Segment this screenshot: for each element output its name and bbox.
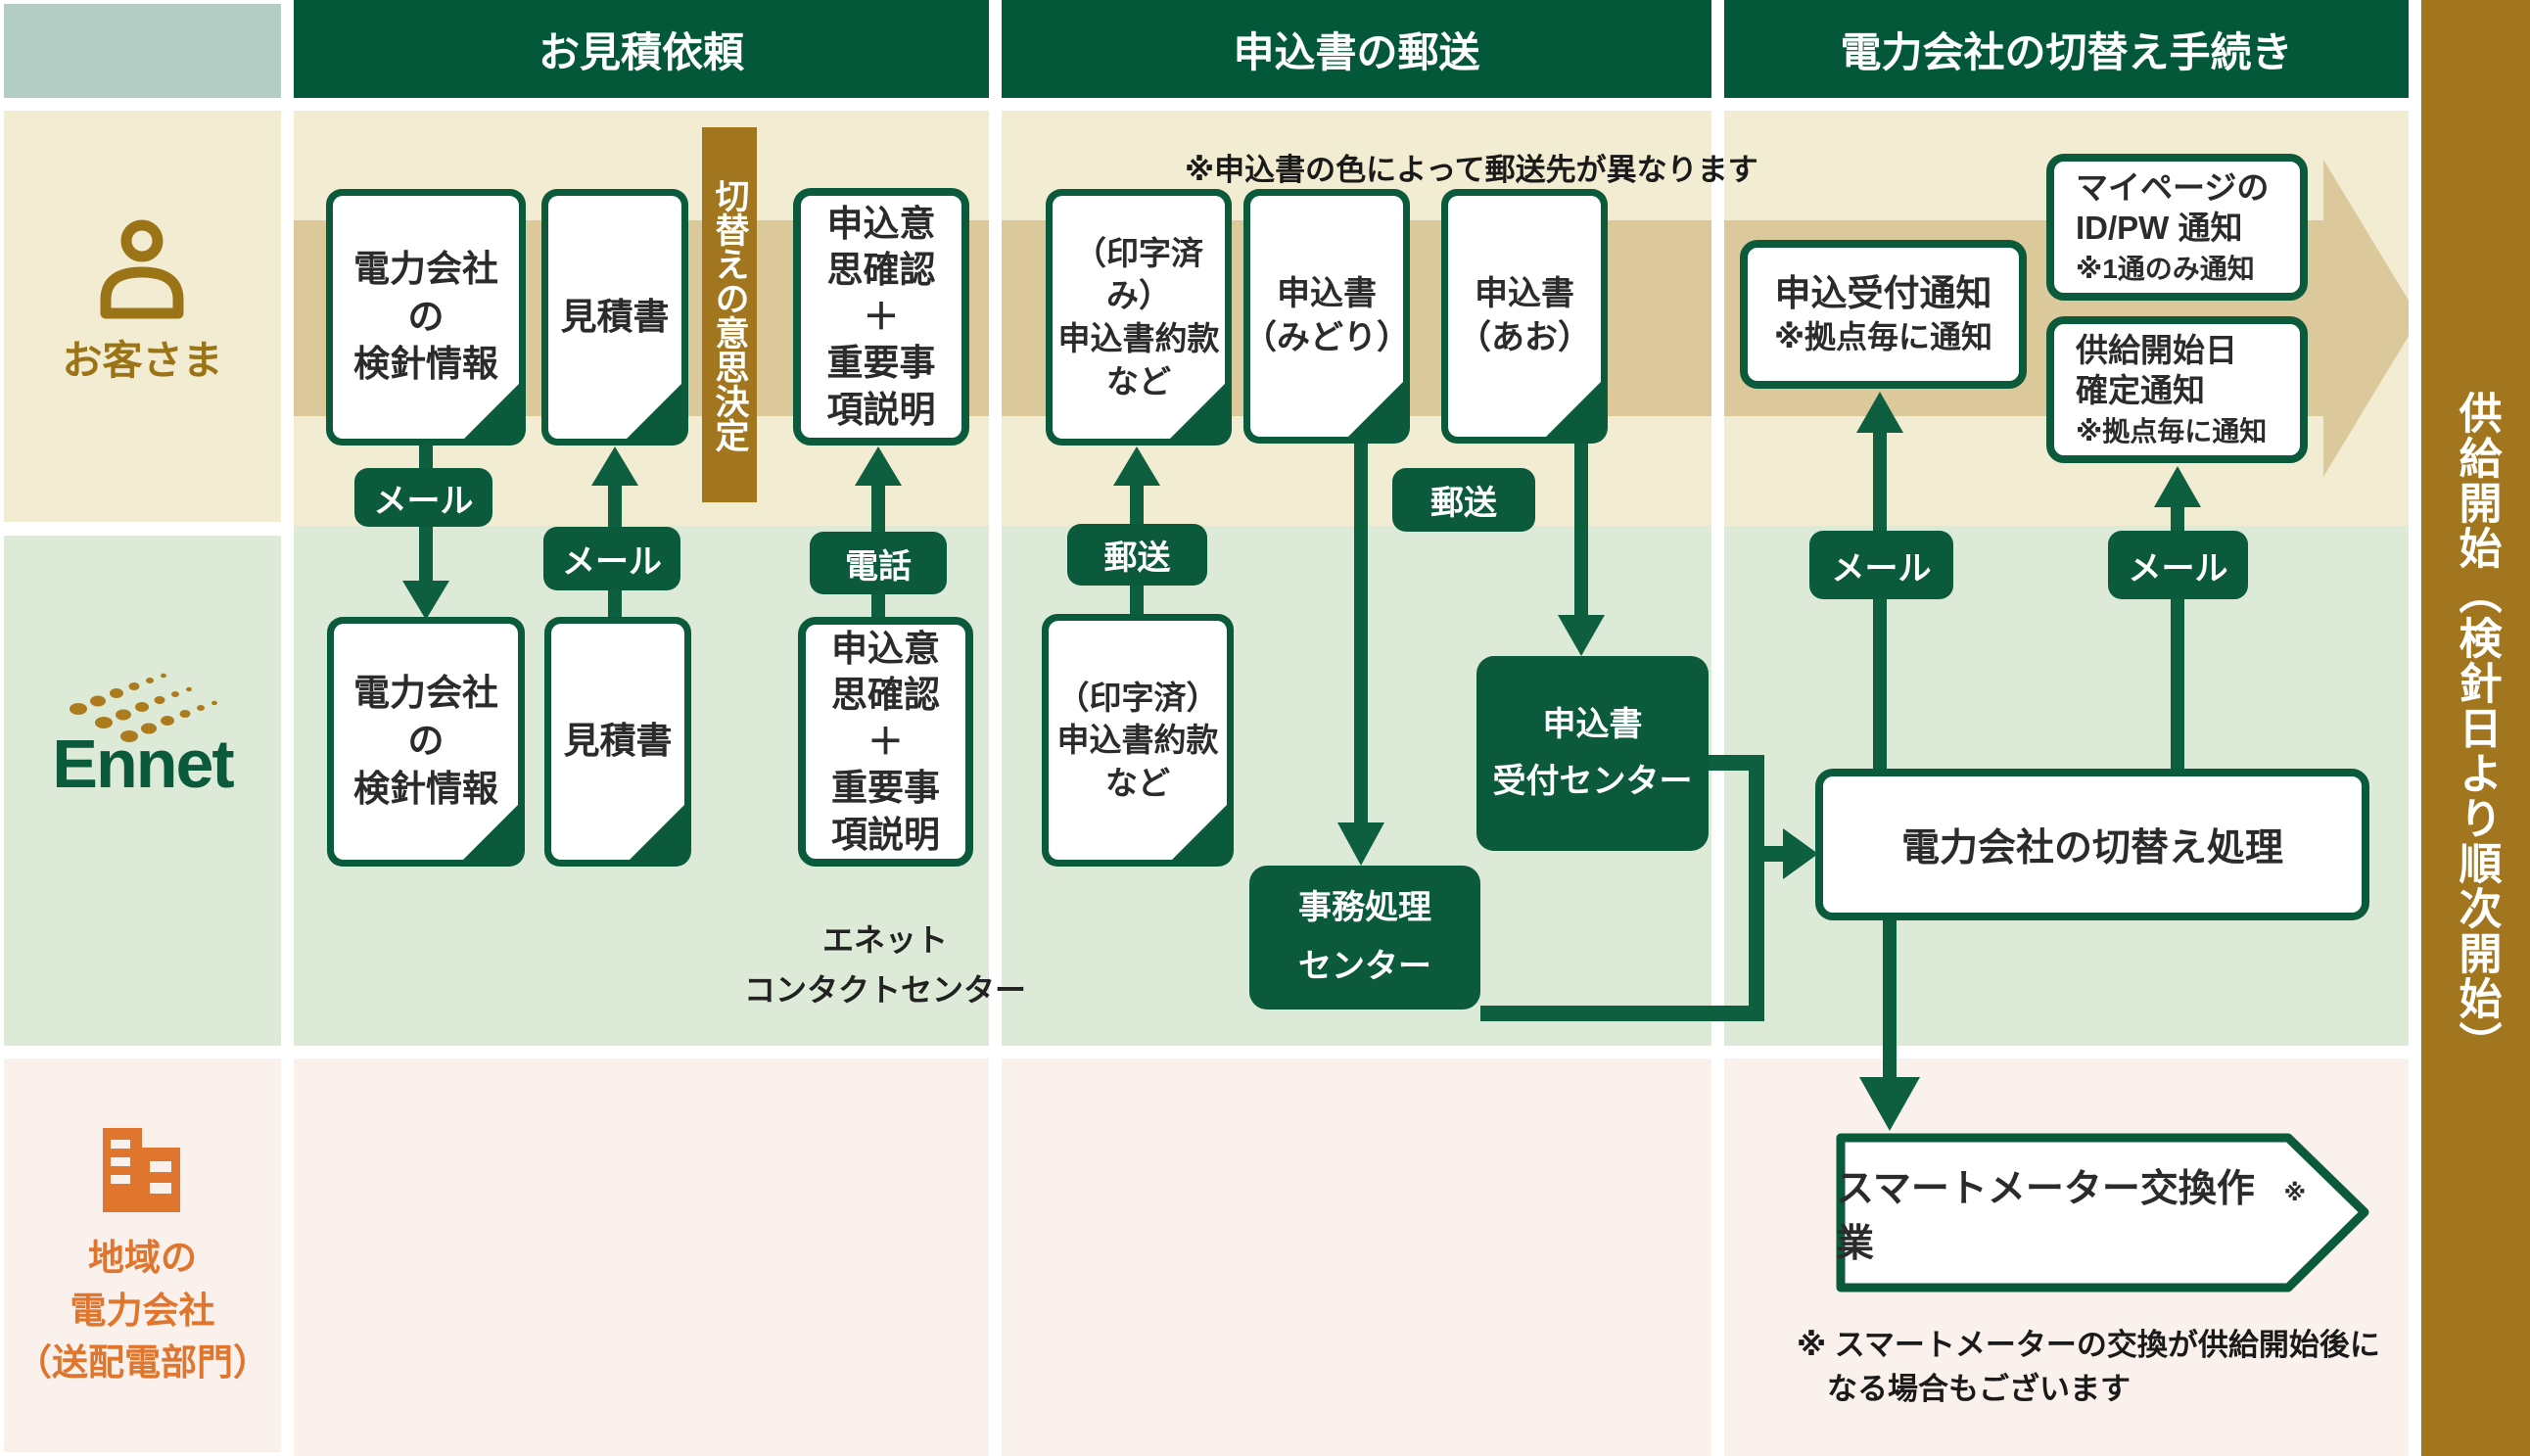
header-form-mailing: 申込書の郵送 <box>1002 0 1711 98</box>
connector-office-center <box>1480 1006 1764 1021</box>
ennet-meter-info-doc: 電力会社 の 検針情報 <box>327 617 525 867</box>
ennet-form-pack-label: （印字済） 申込書約款 など <box>1056 679 1219 801</box>
smart-meter-label: スマートメーター交換作業 <box>1836 1167 2255 1265</box>
form-green-label: 申込書 （みどり） <box>1243 275 1410 356</box>
badge-mail-a: メール <box>354 468 492 527</box>
customer-intent-box: 申込意 思確認 ＋ 重要事 項説明 <box>793 188 969 446</box>
customer-quote-label: 見積書 <box>560 296 670 337</box>
switching-process-box: 電力会社の切替え処理 <box>1815 769 2369 920</box>
gutter <box>1711 98 1724 1456</box>
ennet-intent-label: 申込意 思確認 ＋ 重要事 項説明 <box>831 629 940 855</box>
customer-quote-doc: 見積書 <box>541 189 688 446</box>
supply-start-label: 供給開始（検針日より順次開始） <box>2452 390 2501 1066</box>
connector-into-process <box>1756 846 1785 862</box>
customer-meter-info-label: 電力会社 の 検針情報 <box>353 248 498 385</box>
badge-phone: 電話 <box>810 532 947 594</box>
ennet-quote-label: 見積書 <box>563 721 673 762</box>
ennet-logo-text: Ennet <box>52 726 234 802</box>
ennet-quote-doc: 見積書 <box>544 617 691 867</box>
customer-lane-label: お客さま <box>62 338 223 383</box>
supply-start-bar: 供給開始（検針日より順次開始） <box>2421 0 2530 1456</box>
form-blue-label: 申込書 （あお） <box>1458 275 1591 356</box>
ennet-lane-cell <box>4 536 281 1046</box>
smart-meter-label-sup: ※ <box>2283 1180 2306 1205</box>
arrow-form-blue <box>1574 444 1588 616</box>
contact-center-label: エネット コンタクトセンター <box>743 922 1026 1009</box>
person-icon <box>100 219 184 319</box>
smart-meter-note: ※ スマートメーターの交換が供給開始後に なる場合もございます <box>1797 1328 2380 1406</box>
regional-lane-cell <box>4 1058 281 1452</box>
receipt-notice-note: ※拠点毎に通知 <box>1773 319 1993 355</box>
form-center-box: 申込書 受付センター <box>1476 656 1709 851</box>
gutter <box>2409 0 2421 1456</box>
mypage-notice-box: マイページの ID/PW 通知 ※1通のみ通知 <box>2046 154 2308 301</box>
office-center-box: 事務処理 センター <box>1249 866 1480 1010</box>
ennet-meter-info-label: 電力会社 の 検針情報 <box>353 673 498 809</box>
supply-date-notice-box: 供給開始日 確定通知 ※拠点毎に通知 <box>2046 316 2308 463</box>
mypage-notice-title: マイページの ID/PW 通知 <box>2076 168 2270 246</box>
customer-meter-info-doc: 電力会社 の 検針情報 <box>326 189 526 446</box>
decision-bar: 切替えの意思決定 <box>702 127 757 502</box>
badge-post-b: 郵送 <box>1392 468 1535 532</box>
regional-lane-label: 地域の 電力会社 （送配電部門） <box>16 1238 269 1384</box>
header-switching-procedure-label: 電力会社の切替え手続き <box>1840 28 2293 75</box>
mypage-notice-note: ※1通のみ通知 <box>2076 254 2255 285</box>
customer-form-pack-doc: （印字済み） 申込書約款 など <box>1046 189 1232 446</box>
decision-bar-label: 切替えの意思決定 <box>710 177 749 452</box>
arrow-mail-c <box>1873 431 1887 769</box>
supply-date-notice-note: ※拠点毎に通知 <box>2076 416 2268 447</box>
badge-mail-d: メール <box>2108 531 2248 599</box>
corner-cell <box>4 4 281 98</box>
receipt-notice-title: 申込受付通知 <box>1774 273 1992 314</box>
badge-post-a: 郵送 <box>1067 524 1207 586</box>
arrow-form-green <box>1354 444 1368 822</box>
customer-form-pack-label: （印字済み） 申込書約款 など <box>1057 234 1220 399</box>
ennet-form-pack-doc: （印字済） 申込書約款 など <box>1042 614 1234 867</box>
building-icon <box>103 1128 180 1212</box>
gutter <box>989 98 1002 1456</box>
header-form-mailing-label: 申込書の郵送 <box>1233 28 1480 75</box>
smart-meter-label-wrap: スマートメーター交換作業 ※ <box>1836 1133 2306 1292</box>
header-quote-request-label: お見積依頼 <box>538 28 744 75</box>
customer-intent-label: 申込意 思確認 ＋ 重要事 項説明 <box>826 204 936 430</box>
smart-meter-box <box>1836 1133 2369 1292</box>
arrow-smart-meter <box>1883 920 1897 1079</box>
gutter <box>281 0 294 1456</box>
ennet-intent-box: 申込意 思確認 ＋ 重要事 項説明 <box>798 617 973 867</box>
header-switching-procedure: 電力会社の切替え手続き <box>1724 0 2409 98</box>
mailing-note: ※申込書の色によって郵送先が異なります <box>1185 153 1758 187</box>
supply-date-notice-title: 供給開始日 確定通知 <box>2076 331 2237 408</box>
header-quote-request: お見積依頼 <box>294 0 989 98</box>
form-blue-doc: 申込書 （あお） <box>1441 189 1608 444</box>
form-green-doc: 申込書 （みどり） <box>1243 189 1410 444</box>
switching-process-label: 電力会社の切替え処理 <box>1900 826 2283 869</box>
badge-mail-c: メール <box>1809 531 1953 599</box>
badge-mail-b: メール <box>543 527 680 590</box>
receipt-notice-box: 申込受付通知 ※拠点毎に通知 <box>1740 240 2027 389</box>
ennet-dots-logo <box>70 673 217 742</box>
connector-vertical <box>1749 755 1764 1021</box>
